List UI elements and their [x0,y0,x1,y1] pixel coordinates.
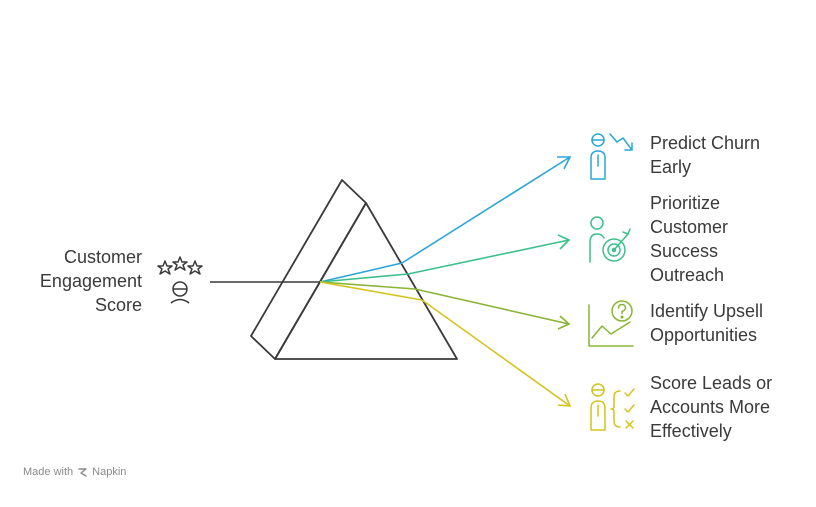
ray-upsell [319,281,571,330]
output-label-line: Customer [650,217,729,237]
napkin-logo-icon [78,467,87,477]
ray-outreach [319,234,571,283]
prism [250,179,458,360]
output-label-line: Prioritize [650,193,721,213]
footer-credit[interactable]: Made with Napkin [23,466,126,478]
output-label-line: Success [650,241,719,261]
output-label-line: Predict Churn [650,133,761,153]
churn-decline-icon [590,133,633,180]
footer-brand: Napkin [92,466,127,478]
output-label-line: Outreach [650,265,725,285]
input-label: Customer Engagement Score [40,245,142,317]
output-label-line: Score Leads or [650,373,773,393]
output-label-line: Early [650,157,692,177]
checklist-person-icon [590,383,635,431]
output-rays [319,156,572,407]
input-label-line: Score [94,295,142,315]
output-label-upsell: Identify Upsell Opportunities [650,299,763,347]
target-person-icon [589,216,631,263]
output-label-line: Opportunities [650,325,758,345]
output-label-line: Identify Upsell [650,301,764,321]
growth-question-icon [588,300,634,347]
ray-leads [319,281,572,407]
output-label-line: Effectively [650,421,732,441]
output-label-leads: Score Leads or Accounts More Effectively [650,371,772,443]
output-label-line: Accounts More [650,397,771,417]
footer-made-with: Made with [23,466,74,478]
input-label-line: Engagement [39,271,142,291]
output-label-outreach: Prioritize Customer Success Outreach [650,191,728,287]
output-label-churn: Predict Churn Early [650,131,760,179]
ray-churn [319,156,572,283]
customer-rating-icon [157,256,203,304]
input-label-line: Customer [63,247,142,267]
